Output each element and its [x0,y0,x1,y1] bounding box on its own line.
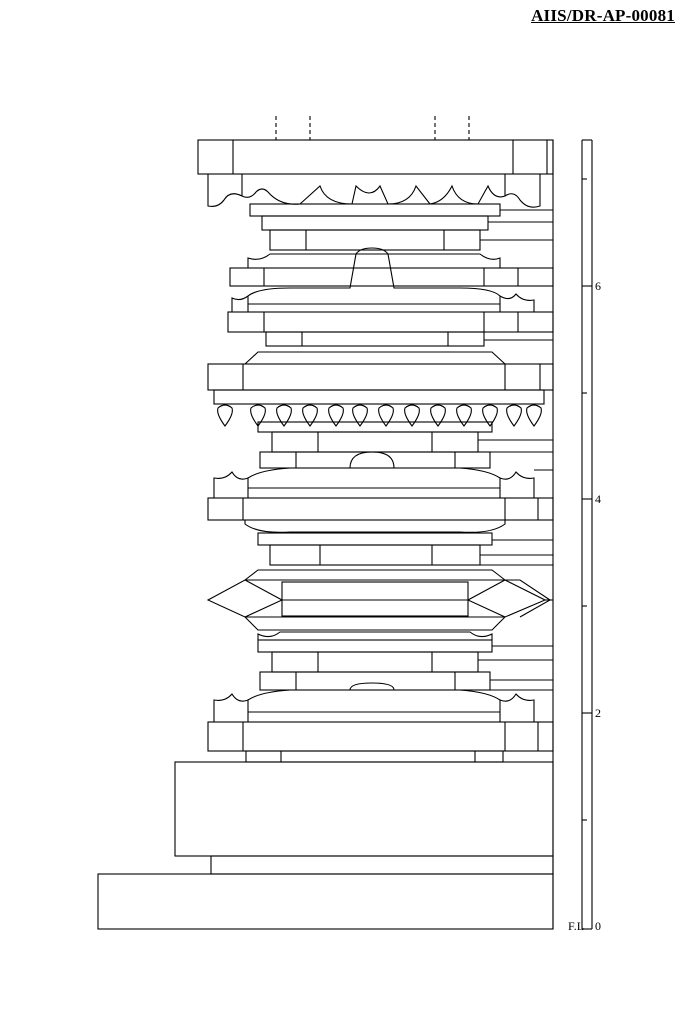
lotus-petal [526,404,542,427]
lotus-petal-frieze [214,403,544,427]
lotus-petal [302,404,318,427]
scale-bar [581,139,593,930]
lotus-petal [352,404,368,427]
drawing-reference-id: AIIS/DR-AP-00081 [531,6,675,25]
lotus-petal [482,404,498,427]
upper-cornice-band [207,331,554,405]
lotus-petal [378,404,394,427]
lotus-petal [276,404,292,427]
lotus-petal [250,404,266,427]
stepped-courses-lower [257,631,553,673]
lotus-petal [217,404,233,427]
lotus-petal [506,404,522,427]
scale-label-0: 0 [595,919,601,933]
top-cornice [197,139,554,217]
floor-level-marker: F.L [568,919,584,933]
top-guide-lines [275,116,470,140]
middle-moulding-band [207,421,554,521]
lotus-petal [456,404,472,427]
lower-moulding-band [207,671,554,752]
base-plinth [97,750,554,930]
stepped-courses-middle [244,520,553,566]
lotus-petal [430,404,446,427]
upper-moulding-band [227,215,554,333]
scale-label-2: 2 [595,706,601,720]
scale-label-4: 4 [595,492,601,506]
octagonal-band [206,569,553,631]
lotus-petal [404,404,420,427]
lotus-petal [328,404,344,427]
scale-label-6: 6 [595,279,601,293]
